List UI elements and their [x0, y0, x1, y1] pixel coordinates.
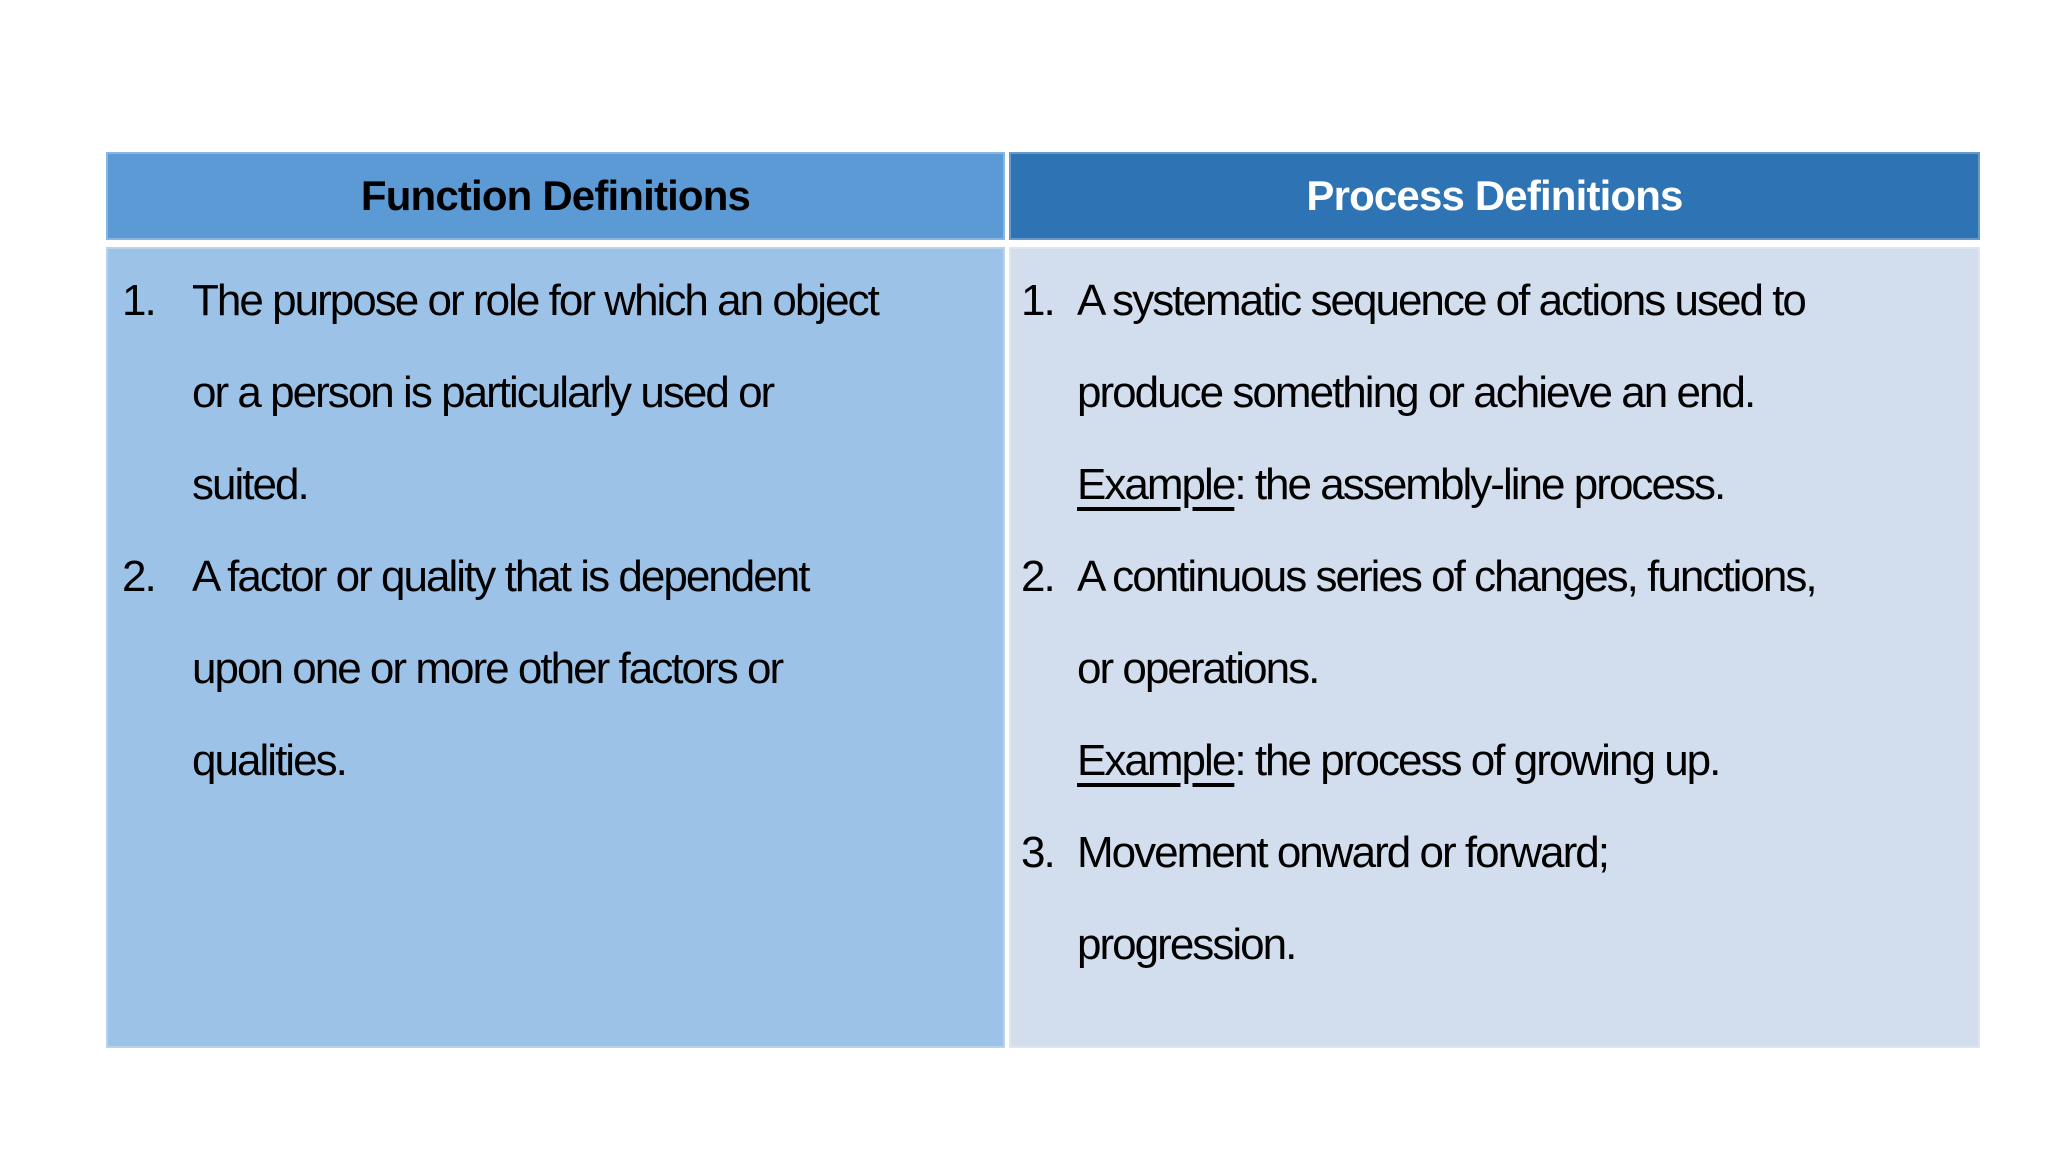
item-line: The purpose or role for which an object: [192, 255, 1005, 347]
item-line: Example: the process of growing up.: [1077, 715, 1980, 807]
item-line: A continuous series of changes, function…: [1077, 531, 1980, 623]
process-body-cell: 1. A systematic sequence of actions used…: [1009, 247, 1980, 1048]
process-header-cell: Process Definitions: [1009, 152, 1980, 240]
list-item: 2. A factor or quality that is dependent…: [122, 531, 1005, 807]
text-segment: A systematic sequence of actions used to: [1077, 276, 1807, 325]
definitions-table: Function Definitions Process Definitions…: [106, 152, 1980, 1048]
text-segment: or operations.: [1077, 644, 1320, 693]
item-line: or operations.: [1077, 623, 1980, 715]
text-segment: Movement onward or forward;: [1077, 828, 1610, 877]
function-header-label: Function Definitions: [360, 172, 751, 219]
function-header-cell: Function Definitions: [106, 152, 1005, 240]
item-lines: The purpose or role for which an object …: [192, 255, 1005, 531]
item-line: qualities.: [192, 715, 1005, 807]
item-number: 1.: [1021, 276, 1056, 325]
item-lines: A factor or quality that is dependent up…: [192, 531, 1005, 807]
item-line: progression.: [1077, 899, 1980, 991]
item-lines: A continuous series of changes, function…: [1077, 531, 1980, 807]
function-body-cell: 1. The purpose or role for which an obje…: [106, 247, 1005, 1048]
text-segment: upon one or more other factors or: [192, 644, 784, 693]
list-item: 2. A continuous series of changes, funct…: [1021, 531, 1980, 807]
text-segment: or a person is particularly used or: [192, 368, 775, 417]
text-segment: A factor or quality that is dependent: [192, 552, 811, 601]
item-number: 1.: [122, 276, 157, 325]
list-item: 3. Movement onward or forward; progressi…: [1021, 807, 1980, 991]
item-line: A systematic sequence of actions used to: [1077, 255, 1980, 347]
item-line: or a person is particularly used or: [192, 347, 1005, 439]
item-line: Movement onward or forward;: [1077, 807, 1980, 899]
item-number: 2.: [1021, 552, 1056, 601]
item-line: suited.: [192, 439, 1005, 531]
text-segment: : the process of growing up.: [1234, 736, 1721, 785]
example-label: Example: [1077, 736, 1236, 785]
item-number: 2.: [122, 552, 157, 601]
list-item: 1. The purpose or role for which an obje…: [122, 255, 1005, 531]
item-line: produce something or achieve an end.: [1077, 347, 1980, 439]
item-lines: A systematic sequence of actions used to…: [1077, 255, 1980, 531]
text-segment: produce something or achieve an end.: [1077, 368, 1756, 417]
item-line: Example: the assembly-line process.: [1077, 439, 1980, 531]
item-line: upon one or more other factors or: [192, 623, 1005, 715]
text-segment: A continuous series of changes, function…: [1077, 552, 1818, 601]
text-segment: progression.: [1077, 920, 1297, 969]
process-header-label: Process Definitions: [1306, 172, 1683, 219]
text-segment: The purpose or role for which an object: [192, 276, 880, 325]
item-number: 3.: [1021, 828, 1056, 877]
list-item: 1. A systematic sequence of actions used…: [1021, 255, 1980, 531]
text-segment: : the assembly-line process.: [1234, 460, 1726, 509]
example-label: Example: [1077, 460, 1236, 509]
text-segment: qualities.: [192, 736, 348, 785]
item-line: A factor or quality that is dependent: [192, 531, 1005, 623]
item-lines: Movement onward or forward; progression.: [1077, 807, 1980, 991]
text-segment: suited.: [192, 460, 310, 509]
